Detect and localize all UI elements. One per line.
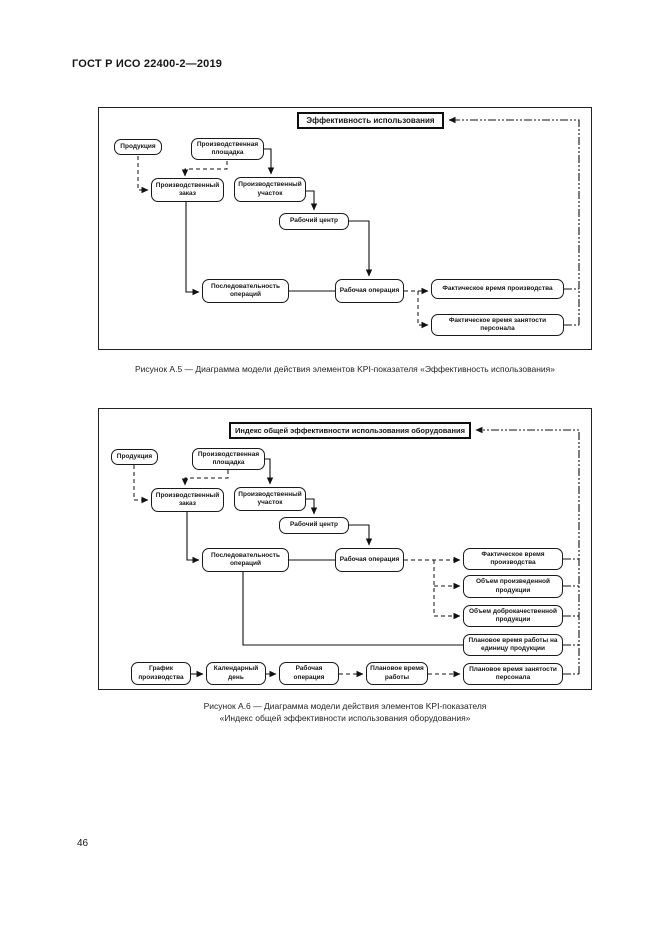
figure-a5-connectors xyxy=(137,116,580,329)
node-operation-sequence: Последовательность операций xyxy=(202,548,289,572)
node-actual-personnel-time: Фактическое время занятости персонала xyxy=(431,314,564,336)
node-good-quality-volume: Объем доброкачественной продукции xyxy=(463,605,563,627)
node-production-schedule: График производства xyxy=(131,662,191,685)
figure-a6-title: Индекс общей эффективности использования… xyxy=(229,422,471,439)
node-products: Продукция xyxy=(111,449,158,465)
node-work-center: Рабочий центр xyxy=(279,213,349,230)
node-actual-production-time: Фактическое время производства xyxy=(431,279,564,299)
node-produced-volume: Объем произведенной продукции xyxy=(463,575,563,598)
node-calendar-day: Календарный день xyxy=(206,662,266,685)
node-products: Продукция xyxy=(114,139,162,155)
node-production-order: Производственный заказ xyxy=(151,488,224,512)
figure-a5-caption: Рисунок А.5 — Диаграмма модели действия … xyxy=(135,364,555,374)
node-production-site: Производственная площадка xyxy=(191,138,264,160)
node-production-order: Производственный заказ xyxy=(151,178,224,202)
figure-a5-frame: Эффективность использования Продукция Пр… xyxy=(98,107,592,350)
figure-a6-caption-line2: «Индекс общей эффективности использовани… xyxy=(219,713,471,724)
figure-a6-caption: Рисунок А.6 — Диаграмма модели действия … xyxy=(50,700,640,725)
node-work-center: Рабочий центр xyxy=(279,517,349,534)
node-actual-production-time: Фактическое время производства xyxy=(463,548,563,570)
figure-a5-title: Эффективность использования xyxy=(297,112,444,129)
node-operation-sequence: Последовательность операций xyxy=(202,279,289,303)
node-work-operation: Рабочая операция xyxy=(335,548,404,572)
node-production-site: Производственная площадка xyxy=(192,448,265,470)
node-production-area: Производственный участок xyxy=(234,487,306,511)
node-work-operation: Рабочая операция xyxy=(335,279,404,303)
node-production-area: Производственный участок xyxy=(234,177,306,202)
page-number: 46 xyxy=(77,838,89,849)
node-planned-time-per-unit: Плановое время работы на единицу продукц… xyxy=(463,634,563,656)
figure-a6-connectors xyxy=(133,426,580,678)
node-planned-work-time: Плановое время работы xyxy=(366,662,428,685)
node-planned-personnel-time: Плановое время занятости персонала xyxy=(463,663,563,685)
figure-a6-caption-line1: Рисунок А.6 — Диаграмма модели действия … xyxy=(203,701,487,711)
figure-a6-frame: Индекс общей эффективности использования… xyxy=(98,408,592,690)
node-work-operation-2: Рабочая операция xyxy=(279,662,339,685)
document-title: ГОСТ Р ИСО 22400-2—2019 xyxy=(72,58,223,70)
